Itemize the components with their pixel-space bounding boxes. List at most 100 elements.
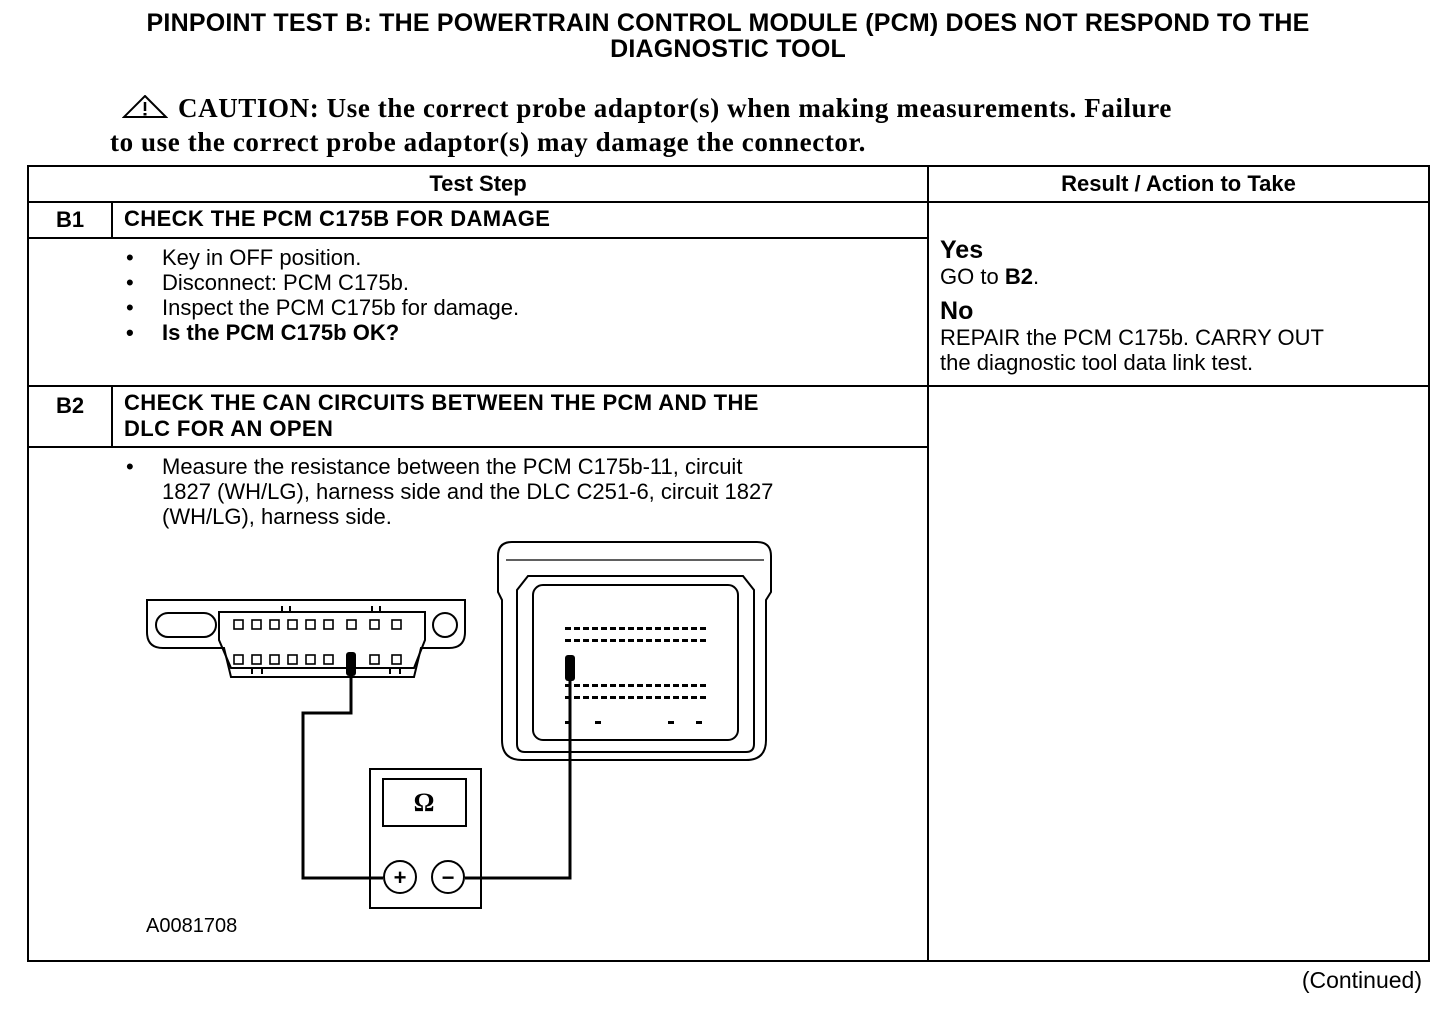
pcm-pin: [628, 639, 634, 642]
pcm-pin: [583, 627, 589, 630]
result-no-line-1: REPAIR the PCM C175b. CARRY OUT: [940, 325, 1324, 350]
pcm-pin: [673, 639, 679, 642]
caution-text-line-2: to use the correct probe adaptor(s) may …: [110, 127, 866, 157]
step-b2-bullet-line-2: 1827 (WH/LG), harness side and the DLC C…: [162, 479, 774, 504]
pcm-pins: [565, 627, 706, 724]
pcm-pin: [673, 684, 679, 687]
pcm-pin: [574, 639, 580, 642]
dlc-connector-drawing: [146, 599, 466, 678]
pcm-pin: [619, 639, 625, 642]
result-header: Result / Action to Take: [927, 165, 1431, 203]
pcm-pin: [664, 684, 670, 687]
pcm-pin: [592, 684, 598, 687]
pcm-pin: [682, 639, 688, 642]
pcm-pin: [637, 639, 643, 642]
pcm-pin: [628, 696, 634, 699]
step-b2-bullet-list: Measure the resistance between the PCM C…: [29, 448, 927, 529]
pcm-pin: [574, 696, 580, 699]
step-id-b2: B2: [27, 385, 113, 448]
pcm-pin: [592, 639, 598, 642]
continued-label: (Continued): [1301, 967, 1422, 993]
pcm-pin: [637, 696, 643, 699]
positive-terminal-symbol: +: [394, 865, 407, 890]
title-line-1: PINPOINT TEST B: THE POWERTRAIN CONTROL …: [146, 9, 1310, 37]
figure-id: A0081708: [146, 915, 237, 937]
pcm-pin: [673, 696, 679, 699]
pcm-pin: [691, 696, 697, 699]
pcm-pin: [646, 696, 652, 699]
step-b2-heading: CHECK THE CAN CIRCUITS BETWEEN THE PCM A…: [110, 385, 930, 448]
pcm-pin: [700, 627, 706, 630]
step-b1-bullet-list: Key in OFF position. Disconnect: PCM C17…: [29, 239, 927, 345]
pcm-pin: [655, 696, 661, 699]
pcm-pin: [565, 721, 571, 724]
pcm-pin: [583, 696, 589, 699]
table-header-row: Test Step Result / Action to Take: [26, 165, 1431, 203]
pcm-pin: [682, 684, 688, 687]
pcm-pin: [601, 696, 607, 699]
pcm-pin: [583, 639, 589, 642]
test-step-header: Test Step: [26, 165, 930, 203]
pcm-pin: [595, 721, 601, 724]
pcm-pin: [664, 696, 670, 699]
pcm-pin: [610, 627, 616, 630]
pcm-pin: [655, 684, 661, 687]
step-b1-body: Key in OFF position. Disconnect: PCM C17…: [26, 237, 930, 387]
step-b2-results: [927, 385, 1431, 962]
caution-text-line-1: Use the correct probe adaptor(s) when ma…: [326, 93, 1172, 123]
pinpoint-test-title: PINPOINT TEST B: THE POWERTRAIN CONTROL …: [60, 10, 1396, 62]
pcm-pin: [565, 696, 571, 699]
result-yes-label: Yes: [940, 236, 984, 264]
result-yes-suffix: .: [1032, 264, 1040, 289]
pcm-pin: [565, 627, 571, 630]
ohmmeter-drawing: Ω + −: [369, 768, 482, 909]
list-item: Measure the resistance between the PCM C…: [29, 454, 927, 529]
pcm-pin: [619, 684, 625, 687]
caution-label: CAUTION:: [178, 93, 320, 123]
pcm-pin: [646, 627, 652, 630]
result-yes-target: B2: [1004, 264, 1033, 289]
pcm-pin: [691, 639, 697, 642]
pcm-pin: [574, 627, 580, 630]
pcm-pin: [628, 684, 634, 687]
result-no-label: No: [940, 297, 974, 325]
step-b1-body-row: Key in OFF position. Disconnect: PCM C17…: [26, 237, 1429, 387]
pcm-pin: [691, 684, 697, 687]
pcm-pin: [565, 684, 571, 687]
pcm-pin: [696, 721, 702, 724]
pcm-pin: [583, 684, 589, 687]
probe-tips: [346, 652, 575, 681]
pcm-pin: [610, 684, 616, 687]
pinpoint-test-table: Test Step Result / Action to Take B1 CHE…: [26, 165, 1431, 962]
ohm-symbol: Ω: [414, 788, 435, 817]
step-b1-results: Yes GO to B2. No REPAIR the PCM C175b. C…: [927, 201, 1431, 387]
pcm-pin: [610, 696, 616, 699]
pcm-pin: [682, 696, 688, 699]
step-b2-heading-line-2: DLC FOR AN OPEN: [124, 416, 334, 441]
step-b1-heading-row: B1 CHECK THE PCM C175B FOR DAMAGE Yes GO…: [27, 201, 1431, 387]
pcm-pin: [574, 684, 580, 687]
list-item: Inspect the PCM C175b for damage.: [29, 295, 927, 320]
step-b2-heading-row: B2 CHECK THE CAN CIRCUITS BETWEEN THE PC…: [27, 385, 1431, 962]
pcm-pin: [700, 696, 706, 699]
step-b2-body-row: Measure the resistance between the PCM C…: [26, 446, 1429, 962]
result-no-line-2: the diagnostic tool data link test.: [940, 350, 1254, 375]
pcm-pin: [646, 639, 652, 642]
probe-leads: [301, 660, 572, 880]
pcm-pin: [601, 684, 607, 687]
pcm-pin: [700, 639, 706, 642]
step-b2-bullet-line-3: (WH/LG), harness side.: [162, 504, 392, 529]
pcm-pin: [619, 696, 625, 699]
pcm-pin: [700, 684, 706, 687]
pcm-pin: [565, 639, 571, 642]
pcm-connector-drawing: [497, 541, 772, 761]
step-b2-body: Measure the resistance between the PCM C…: [26, 446, 930, 962]
pcm-pin: [664, 627, 670, 630]
pcm-pin: [592, 696, 598, 699]
warning-triangle-icon: [121, 94, 169, 126]
pcm-pin: [691, 627, 697, 630]
pcm-pin: [628, 627, 634, 630]
list-item: Key in OFF position.: [29, 245, 927, 270]
step-b2-heading-line-1: CHECK THE CAN CIRCUITS BETWEEN THE PCM A…: [124, 390, 759, 415]
